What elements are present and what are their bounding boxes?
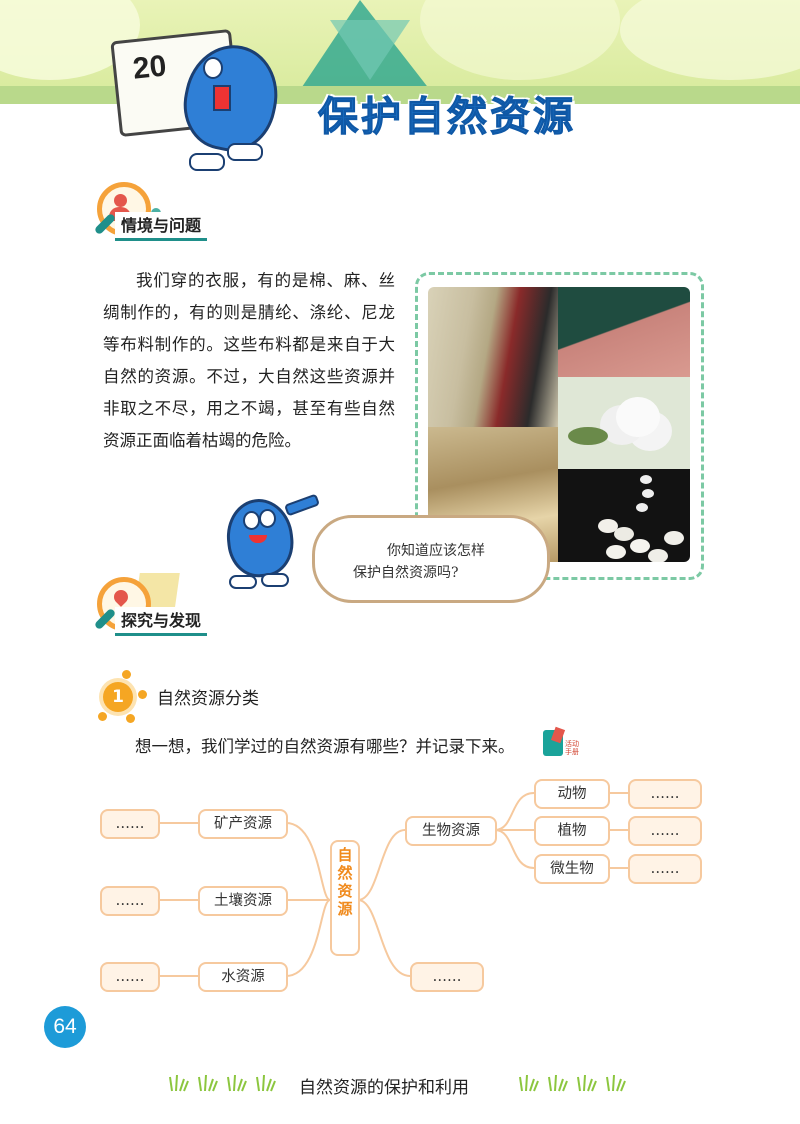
mindmap-blank-animals[interactable]: …… (628, 779, 702, 809)
mascot-eye (203, 57, 223, 79)
grass-icon (256, 1074, 276, 1092)
page-number: 64 (44, 1006, 86, 1048)
section-tag-situation: 情境与问题 (93, 182, 247, 241)
mindmap-node-microbes: 微生物 (534, 854, 610, 884)
grass-icon (198, 1074, 218, 1092)
intro-paragraph: 我们穿的衣服，有的是棉、麻、丝绸制作的，有的则是腈纶、涤纶、尼龙等布料制作的。这… (103, 271, 395, 450)
header-banner (0, 0, 800, 104)
grass-icon (169, 1074, 189, 1092)
mascot-tag (213, 85, 231, 111)
mindmap-node-animals: 动物 (534, 779, 610, 809)
bubble-line-2: 保护自然资源吗? (353, 565, 459, 581)
mascot-shoe (227, 143, 263, 161)
grass-icon (548, 1074, 568, 1092)
felt-cloth-photo (558, 287, 690, 377)
section-tag-inquiry: 探究与发现 (93, 573, 247, 636)
mindmap-blank-plants[interactable]: …… (628, 816, 702, 846)
manual-label-2: 手册 (565, 748, 579, 756)
grass-icon (227, 1074, 247, 1092)
mindmap-node-soil: 土壤资源 (198, 886, 288, 916)
grass-icon (606, 1074, 626, 1092)
section-label: 情境与问题 (115, 212, 208, 241)
cotton-boll-photo (558, 377, 690, 469)
silkworm-cocoon-photo (558, 469, 690, 562)
mindmap-node-plants: 植物 (534, 816, 610, 846)
mindmap-blank-water[interactable]: …… (100, 962, 160, 992)
mindmap-blank-minerals[interactable]: …… (100, 809, 160, 839)
mindmap-node-water: 水资源 (198, 962, 288, 992)
grass-icon (577, 1074, 597, 1092)
mindmap-center-node: 自然资源 (330, 840, 360, 956)
mascot-with-book-illustration: 20 (105, 15, 295, 180)
activity-number-badge: 1 (103, 682, 133, 712)
section-label: 探究与发现 (115, 607, 208, 636)
thought-bubble: 你知道应该怎样 保护自然资源吗? (312, 515, 550, 603)
mindmap-node-minerals: 矿产资源 (198, 809, 288, 839)
activity-instruction: 想一想，我们学过的自然资源有哪些？并记录下来。 (135, 737, 515, 756)
mindmap-blank-other[interactable]: …… (410, 962, 484, 992)
fabric-swatches-photo (428, 287, 558, 427)
mindmap-node-biological: 生物资源 (405, 816, 497, 846)
grass-icon (519, 1074, 539, 1092)
mindmap-blank-microbes[interactable]: …… (628, 854, 702, 884)
bubble-line-1: 你知道应该怎样 (387, 543, 485, 559)
lesson-title: 保护自然资源 (318, 94, 576, 141)
pointing-mascot-illustration (215, 485, 325, 595)
mindmap-blank-soil[interactable]: …… (100, 886, 160, 916)
activity-title: 自然资源分类 (157, 689, 259, 709)
manual-label-1: 活动 (565, 740, 579, 748)
mascot-shoe (189, 153, 225, 171)
footer-unit-title: 自然资源的保护和利用 (299, 1078, 469, 1098)
photo-frame (415, 272, 704, 580)
activity-manual-icon: 活动手册 (543, 726, 583, 760)
